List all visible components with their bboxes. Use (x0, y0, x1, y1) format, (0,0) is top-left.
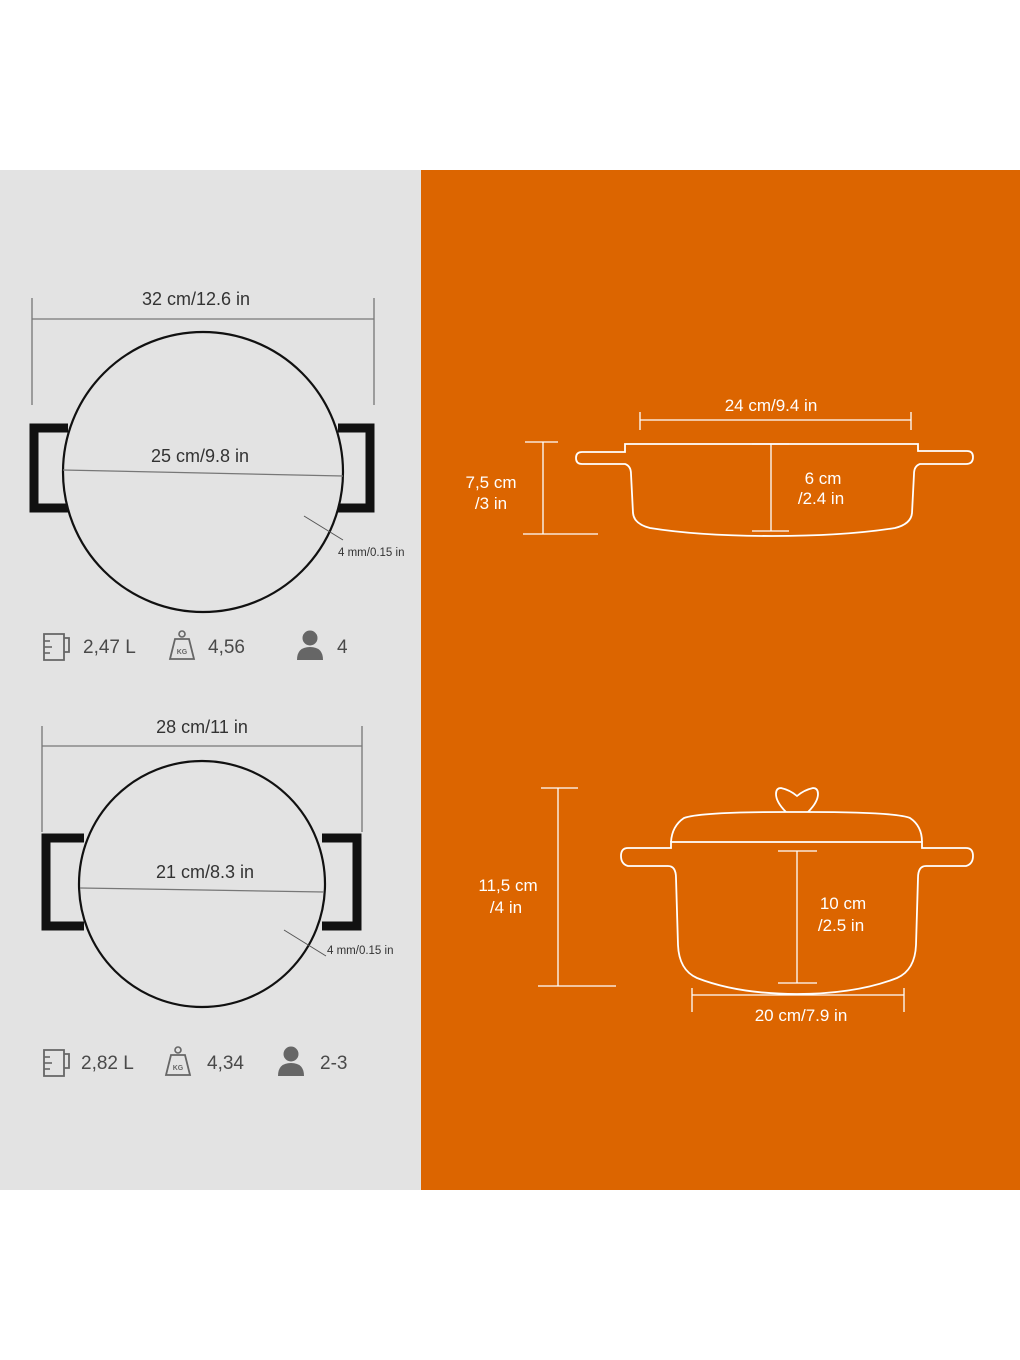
right-handle (338, 423, 375, 513)
total-height-label-2: /4 in (490, 898, 522, 917)
top-stats-row: 2,47 L KG 4,56 4 (43, 630, 348, 661)
right-panel (421, 170, 1020, 1190)
inner-height-label-2: /2.4 in (798, 489, 844, 508)
bottom-pot-top-view: 28 cm/11 in 21 cm/8.3 in 4 mm/0.15 in (41, 717, 393, 1009)
measuring-jug-icon (43, 633, 70, 661)
servings-value: 2-3 (320, 1053, 347, 1074)
volume-value: 2,47 L (83, 637, 136, 658)
lid-outline (670, 811, 923, 843)
inner-height-label-1: 10 cm (820, 894, 866, 913)
left-handle (41, 833, 84, 931)
servings-value: 4 (337, 637, 348, 658)
person-icon (278, 1046, 304, 1076)
weight-value: 4,56 (208, 637, 245, 658)
top-width-label: 24 cm/9.4 in (725, 396, 818, 415)
total-height-label-2: /3 in (475, 494, 507, 513)
overall-width-label: 32 cm/12.6 in (142, 289, 250, 309)
top-pan-top-view: 32 cm/12.6 in 25 cm/9.8 in 4 mm/0.15 in (29, 289, 404, 614)
left-panel (0, 170, 421, 1190)
inner-height-label-2: /2.5 in (818, 916, 864, 935)
inner-diameter-label: 25 cm/9.8 in (151, 446, 249, 466)
pot-body-outline (620, 841, 974, 995)
inner-height-label-1: 6 cm (805, 469, 842, 488)
wall-thickness-label: 4 mm/0.15 in (338, 547, 404, 559)
bottom-stats-row: 2,82 L KG 4,34 2-3 (43, 1046, 347, 1077)
lid-knob (775, 787, 819, 813)
wall-thickness-line (303, 515, 344, 541)
left-handle (29, 423, 68, 513)
inner-diameter-label: 21 cm/8.3 in (156, 862, 254, 882)
wall-thickness-label: 4 mm/0.15 in (327, 945, 393, 957)
base-width-label: 20 cm/7.9 in (755, 1006, 848, 1025)
volume-value: 2,82 L (81, 1053, 134, 1074)
bottom-pot-side-view: 11,5 cm /4 in 10 cm /2.5 in 20 cm/7.9 in (478, 787, 974, 1025)
person-icon (297, 630, 323, 660)
weight-value: 4,34 (207, 1053, 244, 1074)
measuring-jug-icon (43, 1049, 70, 1077)
pot-body-circle (77, 759, 327, 1009)
pan-body-circle (61, 330, 345, 614)
kg-weight-icon: KG (168, 630, 196, 660)
overall-width-label: 28 cm/11 in (156, 717, 248, 737)
pan-side-outline (575, 443, 974, 537)
total-height-label-1: 11,5 cm (478, 876, 537, 895)
svg-text:KG: KG (173, 1065, 184, 1072)
svg-text:KG: KG (177, 649, 188, 656)
top-pan-side-view: 24 cm/9.4 in 7,5 cm /3 in 6 cm /2.4 in (465, 396, 974, 537)
wall-thickness-line (283, 929, 327, 957)
kg-weight-icon: KG (164, 1046, 192, 1076)
total-height-label-1: 7,5 cm (465, 473, 516, 492)
inner-diameter-line (79, 887, 325, 893)
right-handle (322, 833, 362, 931)
inner-diameter-line (62, 469, 344, 477)
